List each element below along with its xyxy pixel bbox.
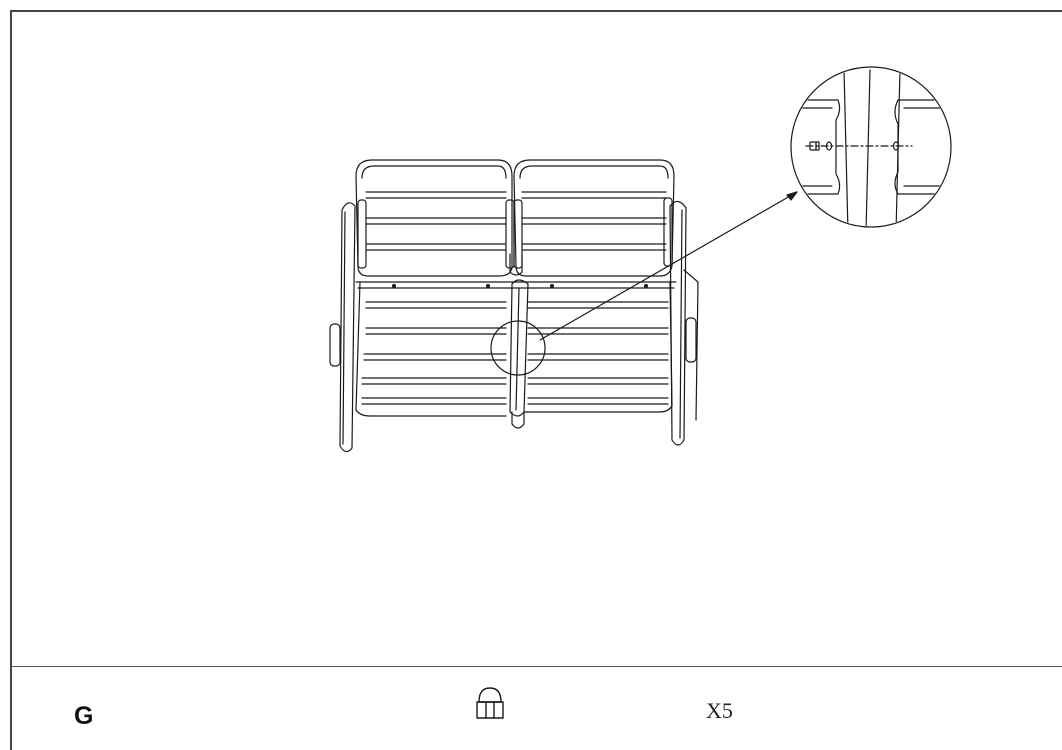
left-armrest — [329, 202, 356, 453]
right-armrest — [669, 200, 699, 446]
center-bar — [509, 253, 529, 429]
leader-line — [539, 191, 798, 341]
part-letter: G — [74, 702, 94, 730]
page-frame — [10, 10, 1062, 750]
quantity-label: X5 — [706, 698, 733, 723]
detail-view — [790, 66, 952, 228]
cap-nut-icon — [476, 687, 504, 719]
seat-frame — [355, 281, 677, 417]
assembly-drawing — [329, 66, 952, 453]
left-backrest — [355, 159, 515, 277]
right-seat-slats — [527, 301, 669, 405]
left-seat-slats — [361, 301, 507, 405]
right-backrest — [513, 159, 675, 277]
callout-small-circle — [490, 320, 546, 376]
footer-divider — [10, 666, 1062, 667]
leader-arrowhead — [786, 191, 798, 201]
